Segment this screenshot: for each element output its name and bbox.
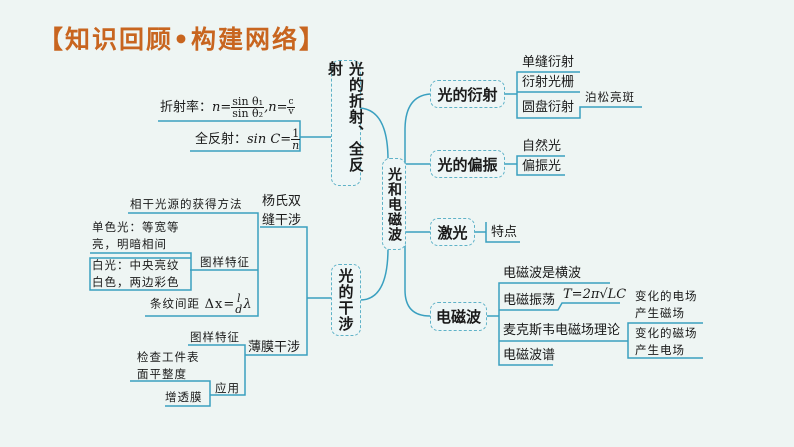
poisson-spot: 泊松亮斑	[585, 90, 635, 104]
inspect-flatness: 检查工件表面平整度	[137, 350, 200, 381]
node-interference: 光的干涉	[331, 264, 361, 336]
maxwell-theory: 麦克斯韦电磁场理论	[503, 323, 621, 338]
thin-pattern: 图样特征	[190, 330, 240, 344]
thin-film: 薄膜干涉	[248, 340, 301, 355]
numerator: sin θ₁	[231, 95, 265, 108]
monochromatic-pattern: 单色光：等宽等亮，明暗相间	[92, 220, 180, 251]
grating: 衍射光栅	[522, 75, 575, 90]
application: 应用	[215, 381, 240, 395]
node-laser: 激光	[430, 218, 475, 246]
denominator: v	[288, 107, 294, 117]
em-oscillation: 电磁振荡	[503, 293, 556, 308]
coherent-source: 相干光源的获得方法	[130, 197, 243, 211]
formula: sin C=	[247, 132, 292, 147]
label: 折射率：	[160, 100, 213, 115]
node-polarization: 光的偏振	[430, 150, 505, 178]
period-formula: T=2π√LC	[563, 287, 627, 302]
denominator: n	[292, 139, 300, 152]
numerator: c	[287, 97, 295, 108]
numerator: l	[237, 292, 242, 305]
antireflection-film: 增透膜	[165, 390, 203, 404]
formula: n=	[212, 100, 232, 115]
denominator: d	[235, 303, 244, 316]
denominator: sin θ₂	[232, 107, 264, 120]
e-field-to-b: 变化的电场产生磁场	[635, 289, 698, 320]
lambda: λ	[243, 296, 253, 312]
em-transverse: 电磁波是横波	[503, 266, 582, 281]
white-light-pattern: 白光：中央亮纹白色，两边彩色	[92, 258, 180, 289]
center-node: 光和电磁波	[382, 158, 406, 250]
page-title: 【知识回顾•构建网络】	[38, 25, 326, 54]
laser-features: 特点	[491, 225, 518, 240]
polarized-light: 偏振光	[522, 159, 562, 174]
pattern-features: 图样特征	[200, 255, 250, 269]
formula: Δx=	[204, 296, 236, 312]
b-field-to-e: 变化的磁场产生电场	[635, 326, 698, 357]
label: 条纹间距	[150, 296, 200, 311]
numerator: 1	[291, 127, 301, 140]
em-spectrum: 电磁波谱	[503, 348, 556, 363]
node-em-wave: 电磁波	[430, 302, 487, 331]
disk-diffraction: 圆盘衍射	[522, 100, 575, 115]
single-slit: 单缝衍射	[522, 55, 575, 70]
natural-light: 自然光	[522, 139, 562, 154]
label: 全反射：	[195, 132, 248, 147]
node-diffraction: 光的衍射	[430, 80, 505, 108]
node-refraction: 光的折射、全反射	[326, 60, 365, 186]
formula: ,n=	[264, 100, 288, 115]
young-double-slit: 杨氏双缝干涉	[262, 194, 302, 228]
